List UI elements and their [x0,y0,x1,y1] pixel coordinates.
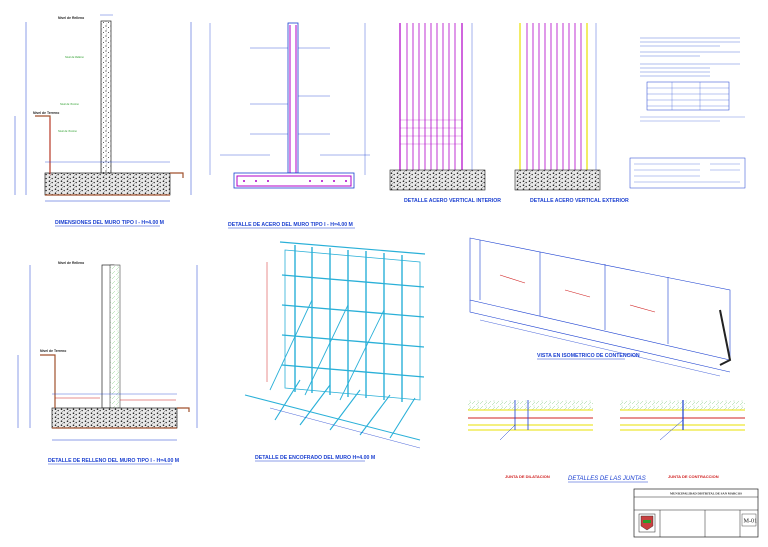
joint-details: JUNTA DE DILATACION JUNTA DE CONTRACCION… [468,400,745,483]
wall1-top-level-label: Nivel de Relleno [58,16,84,20]
notes-area [629,37,746,189]
wall2-caption: DETALLE DE RELLENO DEL MURO TIPO I - H=4… [48,458,179,464]
rebar-footing [233,172,355,189]
title-block: MUNICIPALIDAD DISTRITAL DE SAN MARCOS M-… [633,488,759,538]
rebar-detail: DETALLE DE ACERO DEL MURO TIPO I - H=4.0… [209,22,370,229]
vertical-steel-interior-detail: DETALLE ACERO VERTICAL INTERIOR [389,23,501,204]
rebar-caption: DETALLE DE ACERO DEL MURO TIPO I - H=4.0… [228,222,353,228]
joint-right-label: JUNTA DE CONTRACCION [668,474,719,479]
wall-dimensions-detail: Nivel de Relleno Nivel de Terreno Nivel … [14,14,192,227]
entity-name: MUNICIPALIDAD DISTRITAL DE SAN MARCOS [670,492,742,496]
wall2-top-level-label: Nivel de Relleno [58,261,84,265]
wall1-ground-level-label: Nivel de Terreno [33,111,59,115]
formwork-isometric-detail: DETALLE DE ENCOFRADO DEL MURO H=4.00 M [244,241,426,462]
svg-text:Nivel de Terreno: Nivel de Terreno [60,102,79,106]
svg-text:Nivel de Relleno: Nivel de Relleno [65,55,84,59]
sheet-code: M-01 [744,518,758,525]
isometric-caption: VISTA EN ISOMETRICO DE CONTENCION [537,353,640,359]
notes-table [646,81,730,111]
steel-exterior-caption: DETALLE ACERO VERTICAL EXTERIOR [530,198,629,204]
wall2-ground-level-label: Nivel de Terreno [40,349,66,353]
joint-left-label: JUNTA DE DILATACION [505,474,550,479]
wall1-caption: DIMENSIONES DEL MURO TIPO I - H=4.00 M [55,220,164,226]
wall1-footing [44,172,171,196]
wall-fill-detail: Nivel de Relleno Nivel de Terreno DETALL… [17,261,198,465]
wall-isometric-view: VISTA EN ISOMETRICO DE CONTENCION [469,237,732,377]
specs-table [629,157,746,189]
formwork-caption: DETALLE DE ENCOFRADO DEL MURO H=4.00 M [255,455,375,461]
wall1-stem [100,20,112,174]
vertical-steel-exterior-detail: DETALLE ACERO VERTICAL EXTERIOR [514,23,629,204]
joints-caption: DETALLES DE LAS JUNTAS [568,476,646,482]
steel-interior-caption: DETALLE ACERO VERTICAL INTERIOR [404,198,501,204]
svg-text:Nivel de Terreno: Nivel de Terreno [58,129,77,133]
municipal-crest-icon [638,513,656,533]
